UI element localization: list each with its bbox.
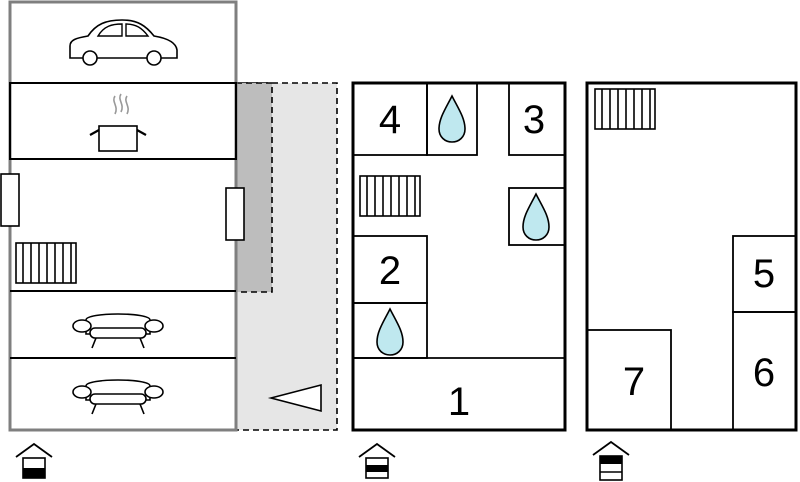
ground-floor-outline (8, 0, 238, 432)
car-icon (69, 19, 178, 66)
ground-floor-plan (0, 0, 338, 479)
door-right (225, 187, 245, 241)
first-floor-plan: 4 3 2 1 (351, 81, 567, 479)
radiator-icon (594, 88, 656, 130)
second-floor-plan: 5 6 7 (585, 81, 798, 481)
bathroom (508, 187, 566, 246)
room-7 (586, 329, 672, 431)
room-6 (732, 311, 797, 431)
floor-indicator-icon (358, 443, 396, 479)
bathroom (426, 82, 478, 156)
room-number: 1 (448, 380, 470, 424)
kitchen (9, 82, 237, 160)
door-left (0, 173, 20, 227)
room-number: 7 (623, 360, 645, 404)
cooking-pot-icon (89, 93, 147, 152)
radiator-icon (15, 242, 77, 284)
floor-indicator-icon (15, 443, 53, 479)
room-number: 3 (523, 98, 545, 142)
terrace-direction-icon (267, 383, 322, 413)
room-number: 4 (379, 98, 401, 142)
room-number: 6 (753, 351, 775, 395)
radiator-icon (359, 175, 421, 217)
room-number: 2 (379, 249, 401, 293)
room-3 (508, 82, 566, 156)
second-floor-outline (585, 81, 798, 432)
room-number: 5 (753, 252, 775, 296)
floor-indicator-icon (592, 440, 630, 481)
